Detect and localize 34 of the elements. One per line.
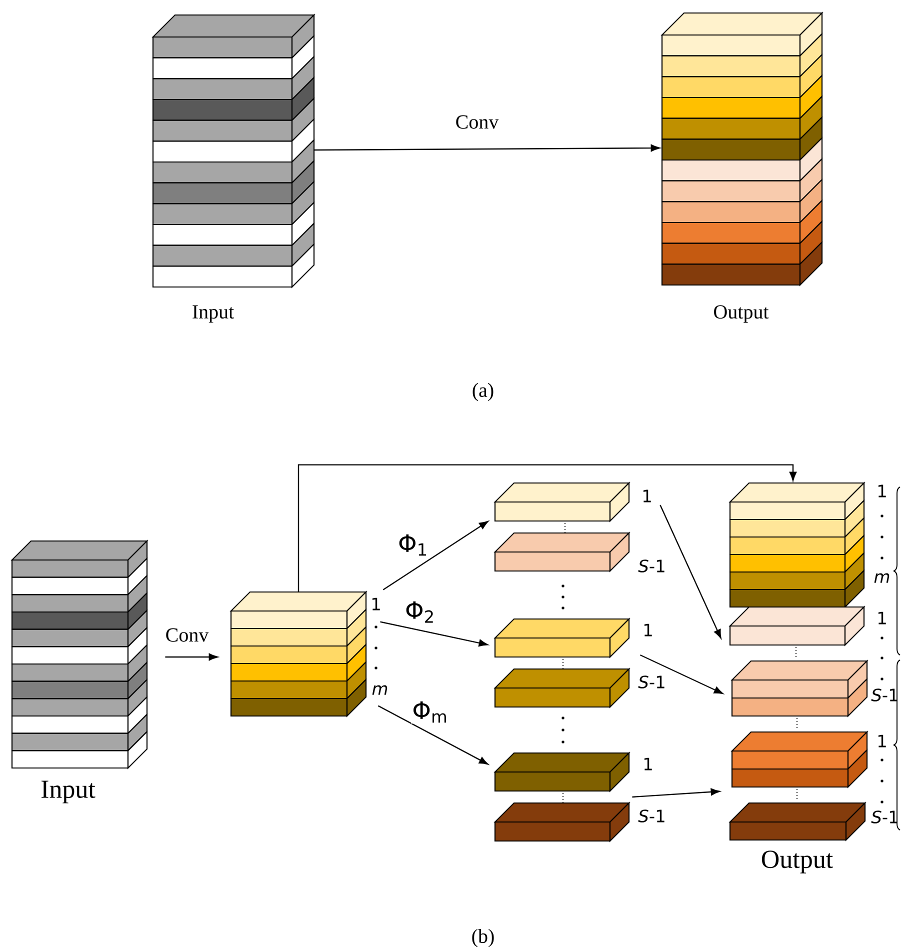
- edge-label: Φ$_{1}$: [396, 533, 430, 557]
- edge-label: Φ$_{2}$: [404, 600, 436, 624]
- arrow: [382, 521, 488, 590]
- arrow: [632, 788, 720, 798]
- stack-caption: Input: [192, 305, 234, 323]
- index-label: S-1: [638, 810, 664, 822]
- index-label: 1: [878, 612, 886, 624]
- index-label: m: [372, 685, 388, 695]
- index-label: 1: [878, 734, 886, 748]
- index-label: 1: [372, 598, 380, 610]
- index-label: S-1: [871, 688, 898, 702]
- panel-label: (a): [472, 382, 494, 402]
- index-label: 1: [644, 624, 652, 636]
- stack-caption: Input: [42, 780, 96, 804]
- arrow: [298, 464, 797, 592]
- stack-caption: Output: [714, 305, 769, 323]
- edge-label: Conv: [454, 114, 500, 130]
- arrow: [314, 144, 660, 152]
- index-label: m: [874, 573, 890, 583]
- index-label: 1: [878, 484, 886, 498]
- index-label: S-1: [638, 676, 664, 688]
- arrow: [660, 504, 722, 638]
- edge-label: Φ$_{m}$: [411, 700, 449, 724]
- edge-label: Conv: [164, 627, 210, 643]
- arrow: [640, 654, 724, 694]
- index-label: 1: [643, 490, 651, 502]
- arrow: [378, 705, 488, 765]
- panel-label: (b): [472, 928, 494, 948]
- index-label: S-1: [871, 810, 898, 824]
- index-label: 1: [644, 758, 652, 770]
- stack-caption: Output: [762, 850, 833, 874]
- arrow: [165, 653, 218, 661]
- arrow: [380, 621, 488, 647]
- index-label: S-1: [638, 560, 664, 572]
